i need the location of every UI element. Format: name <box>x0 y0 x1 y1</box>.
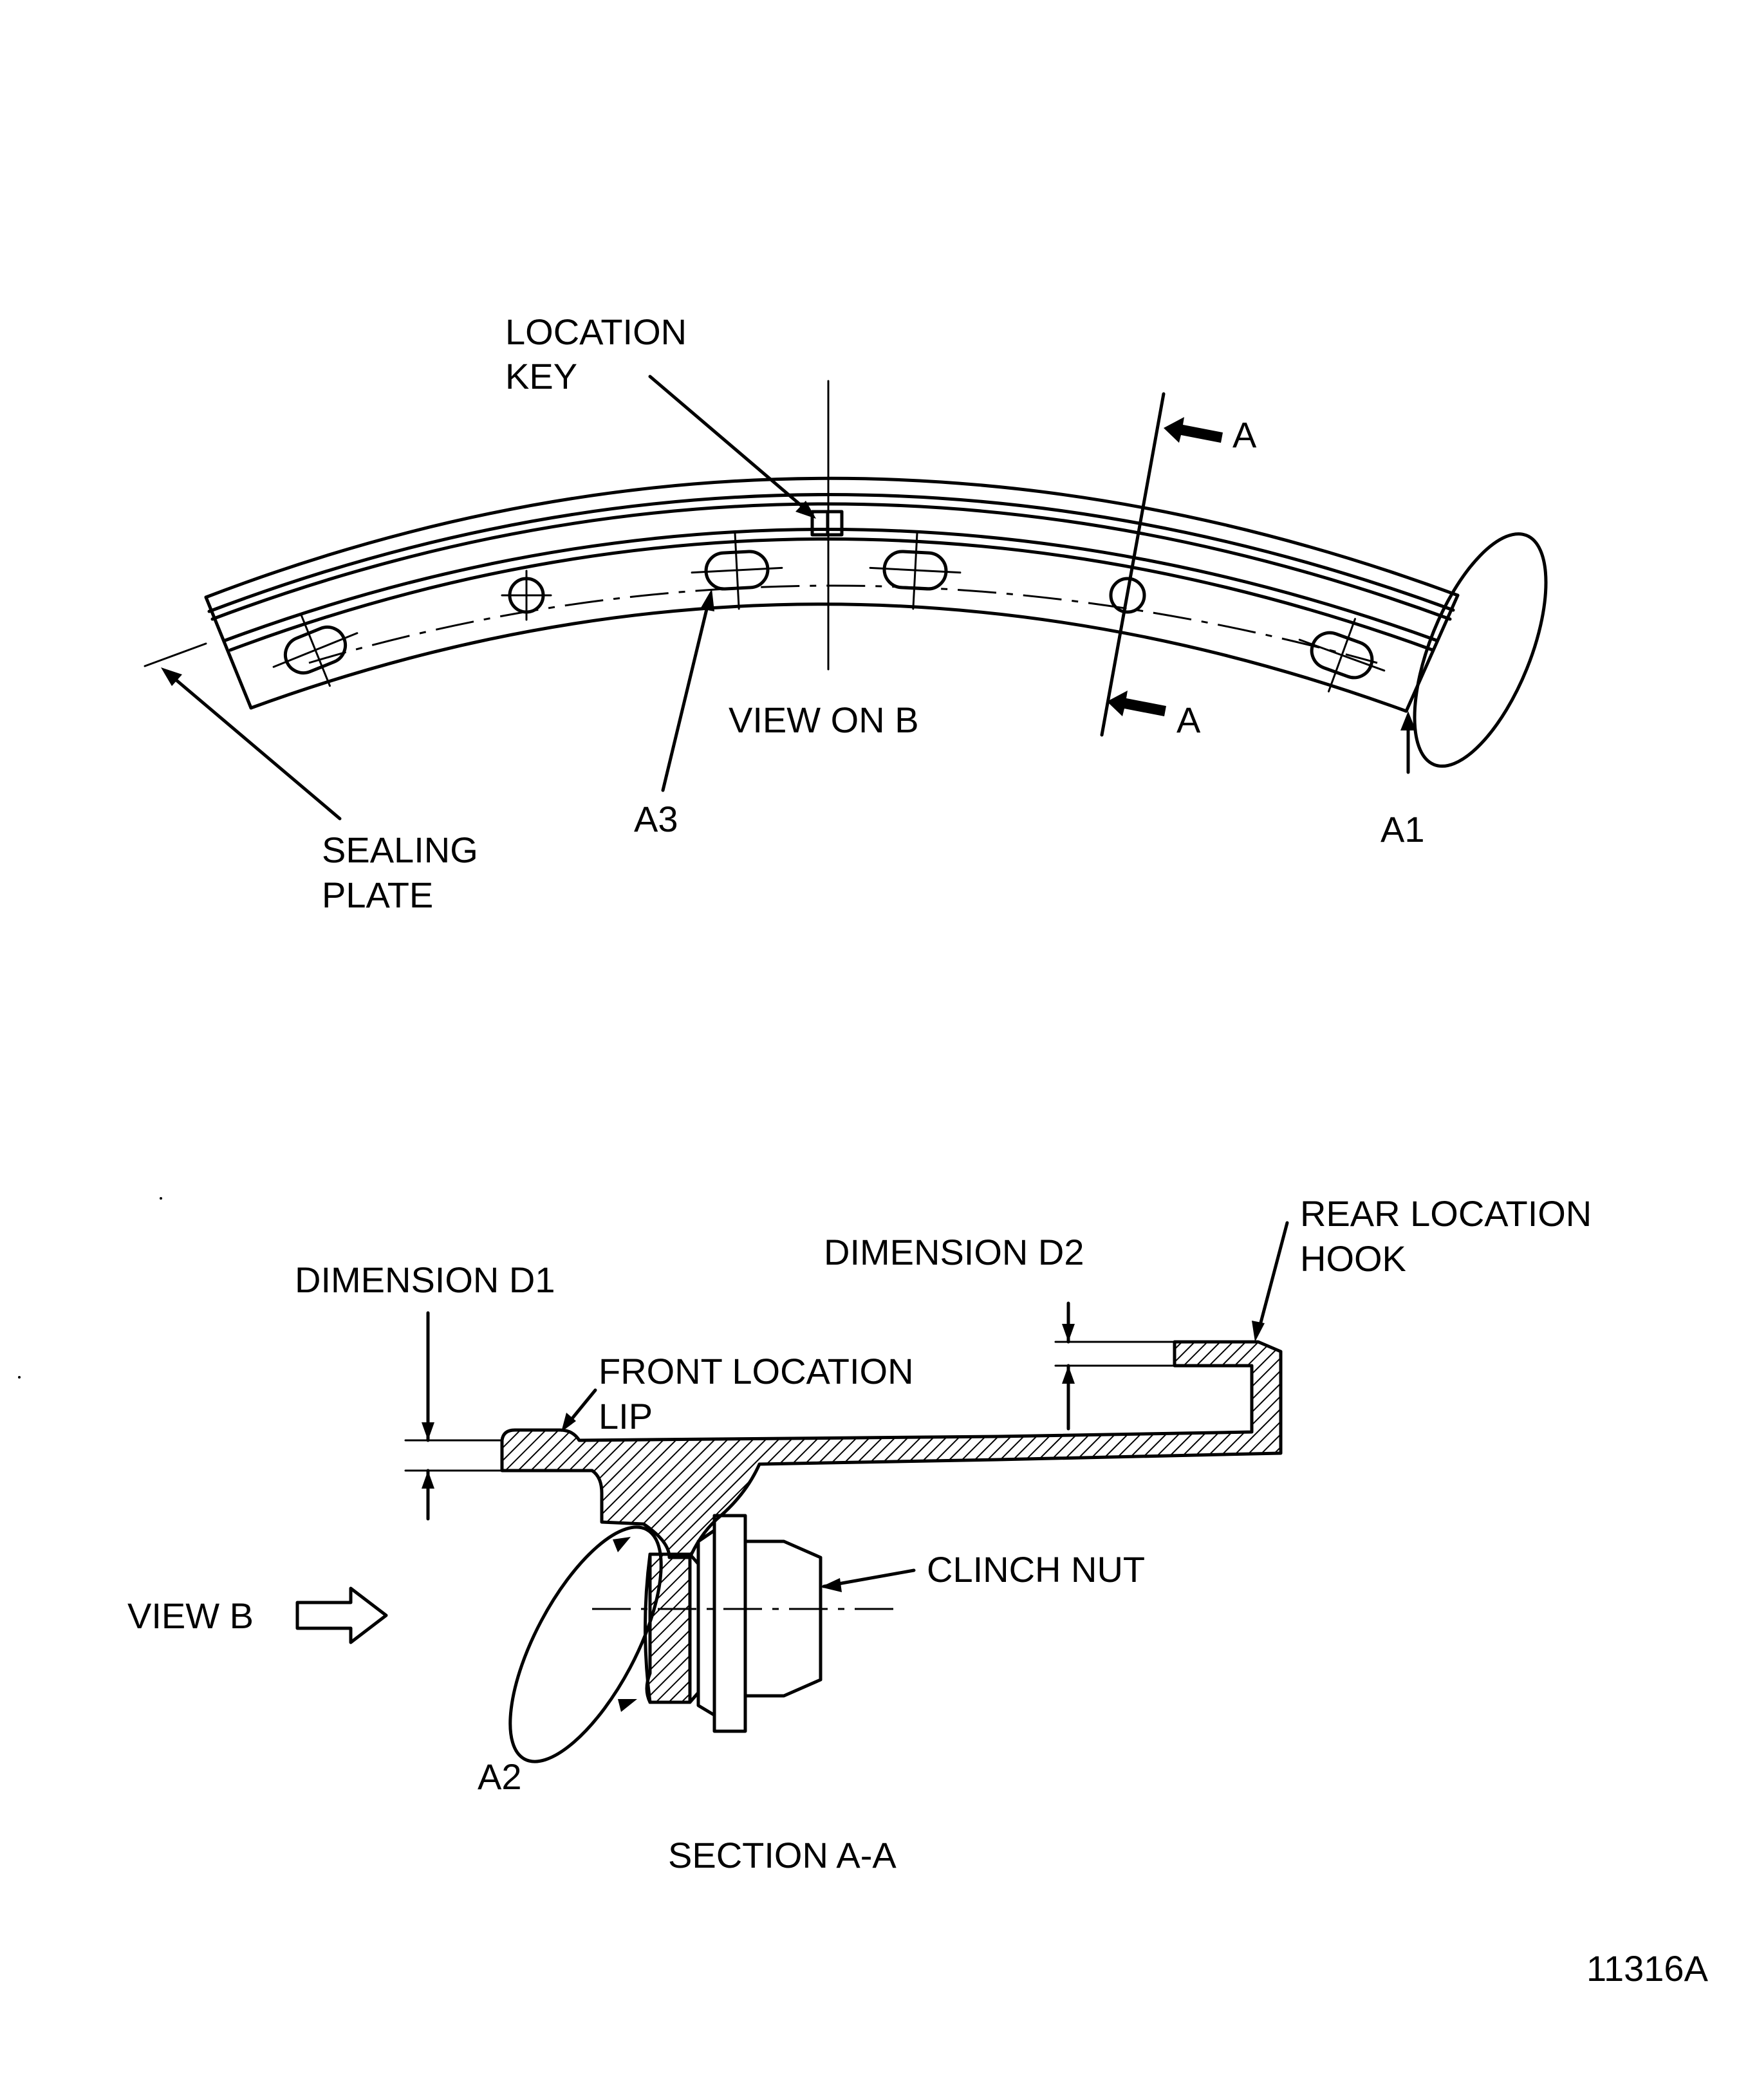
location-key-label: LOCATION <box>505 311 687 352</box>
a3-label: A3 <box>634 799 678 839</box>
section-mark-top: A <box>1232 414 1257 455</box>
a3-leader <box>661 597 711 792</box>
dimension-d2-label: DIMENSION D2 <box>824 1232 1084 1272</box>
section-mark-bottom: A <box>1176 700 1201 740</box>
figure-number: 11316A <box>1586 1948 1709 1989</box>
a1-label: A1 <box>1380 809 1425 850</box>
bolt-pcd-centreline <box>308 584 1378 664</box>
view-b-arrow-icon <box>295 1586 388 1644</box>
section-arrow-top <box>1164 417 1223 443</box>
slotted-hole <box>691 530 783 610</box>
round-hole <box>1109 577 1146 614</box>
a2-label: A2 <box>478 1756 522 1797</box>
slotted-hole <box>869 530 962 610</box>
slotted-hole <box>272 613 358 687</box>
view-on-b-label: VIEW ON B <box>729 700 919 740</box>
plate-inner-edge <box>249 602 1408 713</box>
sealing-plate-view <box>144 375 1548 821</box>
sealing-plate-leader <box>165 671 342 821</box>
slotted-hole <box>1298 618 1386 692</box>
plate-right-end <box>1404 593 1460 713</box>
clinch-nut <box>592 1514 901 1733</box>
detail-a2-ellipse <box>508 1525 663 1763</box>
sealing-plate-label: SEALING <box>322 830 478 870</box>
rear-location-hook-label: HOOK <box>1300 1238 1406 1279</box>
stray-mark <box>160 1197 162 1200</box>
section-a-a-view <box>295 1221 1289 1763</box>
location-key-label: KEY <box>505 356 577 396</box>
front-location-lip-label: FRONT LOCATION <box>599 1351 914 1391</box>
detail-a1-ellipse <box>1413 532 1548 768</box>
dimension-d1-label: DIMENSION D1 <box>295 1259 555 1300</box>
clinch-nut-label: CLINCH NUT <box>927 1549 1145 1590</box>
section-line-a-a <box>1100 392 1166 737</box>
plate-left-end <box>204 595 253 710</box>
plate-rim-line-2 <box>210 502 1452 621</box>
round-hole <box>501 570 552 621</box>
location-key-leader <box>648 375 814 517</box>
section-arrow-bottom <box>1107 691 1166 716</box>
view-b-label: VIEW B <box>127 1595 254 1636</box>
front-location-lip-label: LIP <box>599 1396 653 1436</box>
rear-hook-leader <box>1256 1221 1289 1334</box>
section-a-a-title: SECTION A-A <box>668 1835 897 1875</box>
stray-mark <box>18 1376 21 1379</box>
rear-location-hook-label: REAR LOCATION <box>1300 1193 1592 1234</box>
section-body <box>500 1340 1283 1559</box>
sealing-plate-label: PLATE <box>322 875 433 915</box>
